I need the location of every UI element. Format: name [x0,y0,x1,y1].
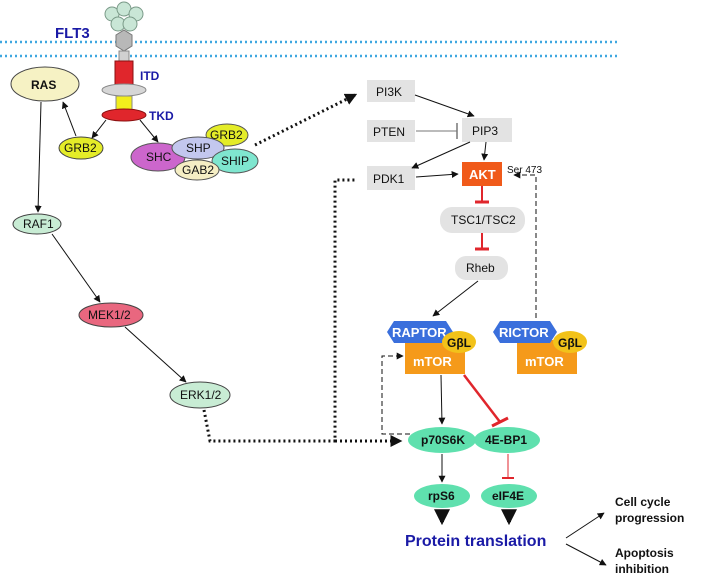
ship-node [211,148,259,174]
eif4e-label: eIF4E [492,489,524,503]
itd-label: ITD [140,69,160,83]
ras-node [10,66,80,102]
ship-label: SHIP [221,154,249,168]
apoptosis-label-1: Apoptosis [615,546,674,560]
arrow-pdk1-akt [415,170,459,178]
gbl-right-label: GβL [558,336,582,350]
raptor-label: RAPTOR [392,325,447,340]
akt-label: AKT [469,167,496,182]
erk-label: ERK1/2 [180,388,222,402]
erk-node [169,381,231,409]
flt3-label: FLT3 [55,25,90,42]
rheb-label: Rheb [466,261,495,275]
apoptosis-label-2: inhibition [615,562,669,576]
arrow-flt3-grb2 [91,119,107,139]
mek-node [78,302,144,328]
adaptor-complex: SHC GRB2 SHP SHIP GAB2 [130,123,259,181]
arrow-pip3-akt [481,141,489,161]
mapk-pathway: RAS GRB2 RAF1 MEK1/2 ERK1/2 [10,66,231,409]
downstream-effectors: p70S6K 4E-BP1 rpS6 eIF4E [408,427,540,508]
cellular-outputs: Protein translation Cell cycle progressi… [405,495,684,576]
mtor-right-label: mTOR [525,354,564,369]
shp-label: SHP [186,141,211,155]
arrow-pip3-pdk1 [411,141,471,169]
arrow-to-apoptosis [565,543,607,566]
gbl-left-node [442,331,476,353]
pdk1-node [367,166,415,190]
cell-cycle-label-1: Cell cycle [615,495,671,509]
dotted-adaptor-pi3k [254,93,358,147]
raf1-label: RAF1 [23,217,54,231]
arrow-ras-raf1 [34,101,42,213]
shc-label: SHC [146,150,172,164]
shp-node [171,136,225,160]
raf1-node [12,213,62,235]
bp1-node [474,427,540,453]
arrow-raf1-mek [51,233,101,303]
protein-translation-label: Protein translation [405,533,546,550]
bp1-label: 4E-BP1 [485,433,527,447]
pten-node [367,120,415,142]
gab2-node [174,159,220,181]
tkd-label: TKD [149,109,174,123]
pi3k-label: PI3K [376,85,402,99]
rheb-node [455,256,508,280]
arrow-rheb-mtorc1 [432,280,479,317]
rps6-label: rpS6 [428,489,455,503]
inhibit-mtor-bp1-bar [491,416,509,428]
pip3-node [462,118,512,142]
arrow-mtor-p70s6k [438,374,446,425]
ras-label: RAS [31,78,56,92]
gab2-label: GAB2 [182,163,214,177]
eif4e-node [481,484,537,508]
arrow-mek-erk [124,326,187,383]
pip3-label: PIP3 [472,124,498,138]
mek-label: MEK1/2 [88,308,131,322]
gbl-right-node [553,331,587,353]
tkd-domain [101,108,147,122]
pdk1-label: PDK1 [373,172,405,186]
mtorc2-complex: mTOR RICTOR GβL [493,321,587,374]
receptor-ligand-domain [104,1,144,32]
arrow-grb2-ras [61,101,77,137]
arrow-flt3-shc [139,119,159,143]
transmembrane-segment [118,50,130,62]
connectors [34,93,607,566]
dotted-erk-pdk1 [202,178,355,443]
cell-cycle-label-2: progression [615,511,684,525]
ser473-label: Ser 473 [507,165,542,176]
akt-node [462,162,502,186]
flt3-receptor: FLT3 ITD TKD [55,1,174,123]
gbl-left-label: GβL [447,336,471,350]
mtorc1-complex: mTOR RAPTOR GβL [387,321,476,374]
arrow-pi3k-pip3 [414,94,475,118]
rictor-node [493,321,557,343]
p70s6k-node [408,427,476,453]
rps6-node [414,484,470,508]
inhibit-mtor-bp1 [463,374,501,423]
raptor-node [387,321,453,343]
mtor-left-label: mTOR [413,354,452,369]
rictor-label: RICTOR [499,325,549,340]
grb2-left-node [58,136,104,160]
p70s6k-label: p70S6K [421,433,465,447]
cell-membrane [0,40,620,58]
dashed-mtorc2-akt [513,171,537,318]
tsc-label: TSC1/TSC2 [451,213,516,227]
pi3k-node [367,80,415,102]
tsc-node [440,207,525,233]
pi3k-pathway: PI3K PTEN PIP3 PDK1 AKT Ser 473 TSC1/TSC… [367,80,542,280]
pten-label: PTEN [373,125,405,139]
dashed-p70s6k-feedback [381,352,410,435]
arrow-to-cell-cycle [565,512,605,539]
grb2-left-label: GRB2 [64,141,97,155]
receptor-hinge [115,29,133,52]
juxtamembrane-disk [101,83,147,97]
grb2-right-label: GRB2 [210,128,243,142]
